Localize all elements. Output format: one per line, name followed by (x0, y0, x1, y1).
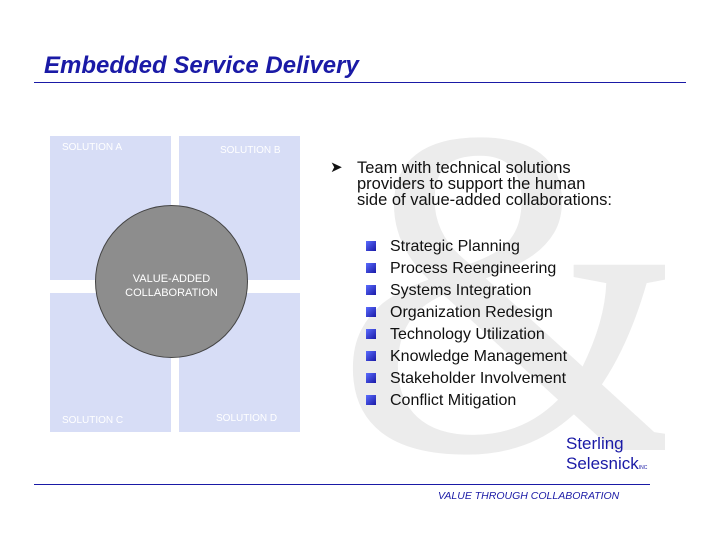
center-label-line2: COLLABORATION (125, 287, 218, 299)
square-bullet-icon (366, 285, 376, 295)
solutions-diagram: SOLUTION A SOLUTION B SOLUTION C SOLUTIO… (50, 136, 300, 432)
main-bullet-line3: side of value-added collaborations: (357, 191, 613, 209)
list-item: Stakeholder Involvement (366, 369, 567, 391)
main-bullet-line1: Team with technical solutions (357, 159, 571, 177)
ampersand-watermark-icon: & (335, 60, 665, 480)
logo-line1: Sterling (566, 434, 624, 453)
solution-a-label: SOLUTION A (62, 142, 123, 153)
square-bullet-icon (366, 329, 376, 339)
company-logo: Sterling SelesnickINC (566, 434, 647, 478)
list-item: Knowledge Management (366, 347, 567, 369)
list-item-label: Conflict Mitigation (390, 392, 517, 409)
list-item-label: Organization Redesign (390, 304, 553, 321)
value-added-circle (95, 205, 248, 358)
list-item: Conflict Mitigation (366, 391, 567, 413)
square-bullet-icon (366, 307, 376, 317)
list-item-label: Technology Utilization (390, 326, 545, 343)
list-item: Organization Redesign (366, 303, 567, 325)
list-item-label: Knowledge Management (390, 348, 568, 365)
square-bullet-icon (366, 373, 376, 383)
sub-bullet-list: Strategic Planning Process Reengineering… (366, 237, 567, 413)
solution-d-label: SOLUTION D (216, 413, 278, 424)
main-bullet-line2: providers to support the human (357, 175, 586, 193)
list-item: Systems Integration (366, 281, 567, 303)
footer-divider (34, 484, 650, 485)
square-bullet-icon (366, 241, 376, 251)
square-bullet-icon (366, 395, 376, 405)
list-item-label: Stakeholder Involvement (390, 370, 567, 387)
logo-suffix: INC (638, 465, 648, 471)
list-item-label: Strategic Planning (390, 238, 520, 255)
list-item: Technology Utilization (366, 325, 567, 347)
main-bullet: ➤ Team with technical solutions provider… (330, 159, 670, 209)
list-item-label: Process Reengineering (390, 260, 557, 277)
list-item-label: Systems Integration (390, 282, 532, 299)
square-bullet-icon (366, 351, 376, 361)
list-item: Process Reengineering (366, 259, 567, 281)
arrow-bullet-icon: ➤ (330, 159, 343, 176)
solution-c-label: SOLUTION C (62, 415, 124, 426)
slide-title: Embedded Service Delivery (44, 52, 359, 79)
solution-b-label: SOLUTION B (220, 145, 281, 156)
svg-text:&: & (335, 60, 665, 480)
square-bullet-icon (366, 263, 376, 273)
center-label-line1: VALUE-ADDED (132, 273, 211, 285)
footer-tagline: VALUE THROUGH COLLABORATION (438, 490, 620, 502)
center-label: VALUE-ADDED COLLABORATION (95, 272, 248, 300)
logo-line2-wrap: SelesnickINC (566, 454, 647, 478)
list-item: Strategic Planning (366, 237, 567, 259)
title-divider (34, 82, 686, 83)
logo-line2: Selesnick (566, 454, 639, 473)
